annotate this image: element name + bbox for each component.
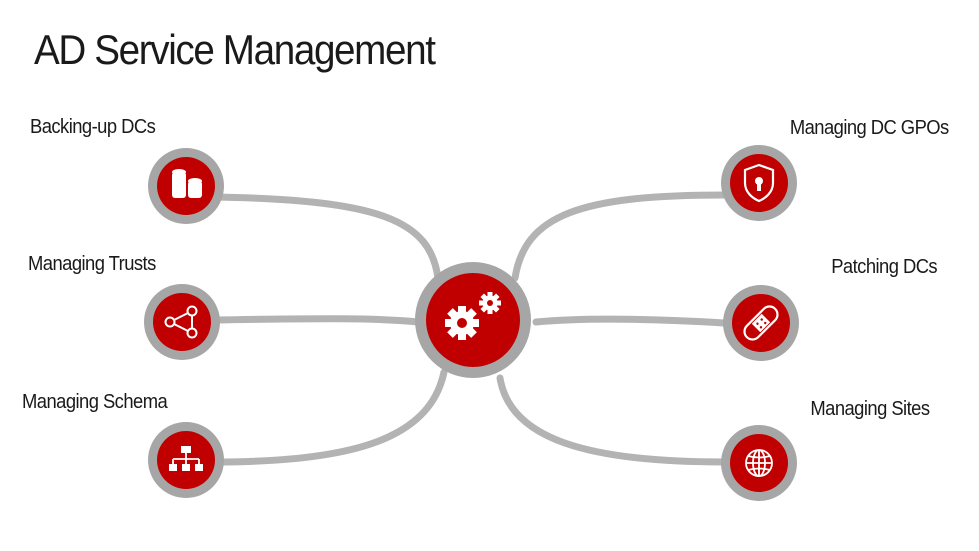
- node-managing-sites[interactable]: [721, 425, 797, 501]
- label-managing-schema: Managing Schema: [22, 391, 168, 413]
- connector-gpos: [511, 191, 728, 282]
- connectors: [211, 191, 728, 466]
- node-backing-up-dcs[interactable]: [148, 148, 224, 224]
- shield-lock-icon: [743, 163, 775, 203]
- page-title: AD Service Management: [34, 26, 436, 73]
- globe-icon: [745, 449, 773, 477]
- share-network-icon: [164, 305, 198, 339]
- label-backing-up-dcs: Backing-up DCs: [30, 116, 156, 138]
- hierarchy-icon: [169, 446, 203, 471]
- connector-sites: [496, 374, 728, 466]
- database-icon: [172, 169, 202, 198]
- label-managing-trusts: Managing Trusts: [28, 253, 156, 275]
- connector-trusts: [211, 315, 422, 326]
- node-patching-dcs[interactable]: [723, 285, 799, 361]
- label-managing-sites: Managing Sites: [809, 398, 930, 420]
- connector-backing-up: [211, 193, 442, 282]
- center-hub[interactable]: [415, 262, 531, 378]
- node-managing-dc-gpos[interactable]: [721, 145, 797, 221]
- label-patching-dcs: Patching DCs: [831, 256, 937, 278]
- node-managing-schema[interactable]: [148, 422, 224, 498]
- connector-schema: [211, 368, 448, 466]
- label-managing-dc-gpos: Managing DC GPOs: [790, 117, 949, 139]
- bandage-icon: [743, 305, 779, 341]
- connector-patching: [532, 315, 728, 327]
- node-managing-trusts[interactable]: [144, 284, 220, 360]
